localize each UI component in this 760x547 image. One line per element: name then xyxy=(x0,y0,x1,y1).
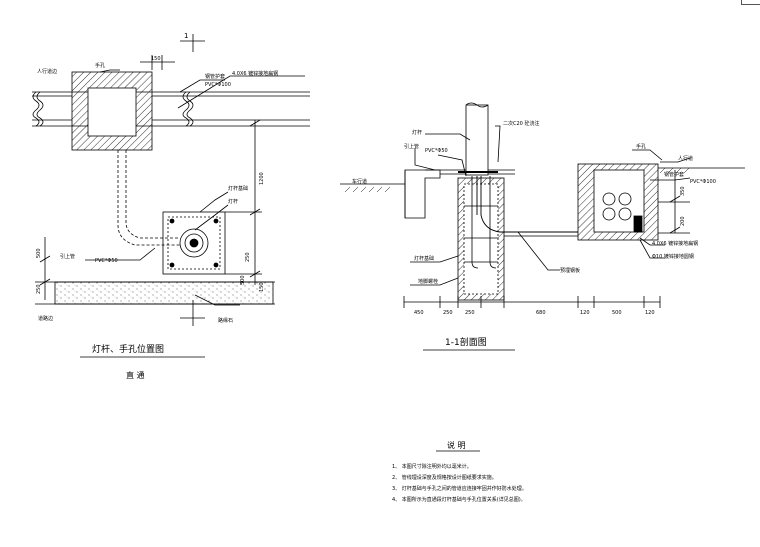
handhole-opening xyxy=(87,87,137,137)
section-label-pole: 灯杆 xyxy=(412,129,422,136)
notes-list: 1、 本图尺寸除注明外均以毫米计。 2、 管线埋设深度及规格按设计图纸要求实施。… xyxy=(392,462,752,506)
plan-label-pipe-protect: 钢管护套 xyxy=(205,73,225,80)
plan-label-pvc50: PVC*Φ50 xyxy=(95,258,118,264)
plan-dim-v5: 250 xyxy=(36,284,42,294)
break-line-left xyxy=(36,91,44,127)
conduit-4 xyxy=(618,207,632,221)
plan-dim-v6: 150 xyxy=(259,282,265,292)
section-label-guide: 引上管 xyxy=(404,143,419,150)
conduit-2 xyxy=(618,192,632,206)
pole-circle xyxy=(179,228,209,258)
section-label-ground: Φ10 镀锌接地圆钢 xyxy=(652,253,694,260)
note-item-3: 3、 灯杆基础与手孔之间的管道应连接牢固并作好防水处理。 xyxy=(392,486,527,492)
plan-section-mark: 1 xyxy=(184,32,188,40)
conduit-1 xyxy=(602,192,616,206)
plan-label-base: 灯杆基础 xyxy=(228,185,248,192)
section-dim-bottom-3: 680 xyxy=(536,310,546,316)
plan-title: 灯杆、手孔位置图 xyxy=(92,343,164,355)
plan-label-cable: 引上管 xyxy=(60,253,75,260)
plan-dim-top: 150 xyxy=(151,56,161,62)
plan-label-pvc100: PVC*Φ100 xyxy=(205,82,231,88)
section-dim-bottom-0: 450 xyxy=(414,310,424,316)
section-label-pvc100: PVC*Φ100 xyxy=(690,179,716,185)
plan-subtitle: 直 通 xyxy=(126,370,145,380)
section-dim-350: 350 xyxy=(680,186,686,196)
plan-dim-v4: 500 xyxy=(36,248,42,258)
plan-view xyxy=(32,34,310,358)
plan-labels: 1 150 手孔 钢管护套 PVC*Φ100 4.0X6 镀锌接地扁钢 人行道边… xyxy=(36,32,278,380)
section-curb xyxy=(404,169,441,219)
section-labels: 灯杆 二次C20 砼浇注 引上管 PVC*Φ50 车行道 灯杆基础 地脚螺栓 预… xyxy=(352,120,716,450)
section-dim-200: 200 xyxy=(680,216,686,226)
conduit-3 xyxy=(602,207,616,221)
section-view xyxy=(340,102,745,452)
note-item-2: 2、 管线埋设深度及规格按设计图纸要求实施。 xyxy=(392,475,497,481)
pole-base xyxy=(162,211,226,275)
guide-pipe-dashed xyxy=(117,150,180,246)
section-label-side: 人行道 xyxy=(678,155,693,162)
plan-dim-v3: 500 xyxy=(240,275,246,285)
section-label-base: 灯杆基础 xyxy=(414,255,434,262)
section-dim-bottom-6: 120 xyxy=(645,310,655,316)
section-dim-bottom-4: 120 xyxy=(580,310,590,316)
section-guide-pipe xyxy=(480,176,578,233)
note-item-4: 4、 本图所示为直通段灯杆基础与手孔位置关系(详见总图)。 xyxy=(392,497,526,503)
plan-label-steel: 4.0X6 镀锌接地扁钢 xyxy=(232,70,278,77)
break-line-right xyxy=(186,91,194,127)
section-label-road: 车行道 xyxy=(352,178,367,185)
section-dim-bottom-1: 250 xyxy=(443,310,453,316)
notes-heading: 说 明 xyxy=(447,440,466,450)
section-label-handhole: 手孔 xyxy=(636,143,646,150)
section-label-steel: 预埋钢板 xyxy=(560,267,580,274)
section-dim-bottom-2: 250 xyxy=(465,310,475,316)
plan-label-pole: 灯杆 xyxy=(228,198,238,205)
plan-dim-v1: 1200 xyxy=(259,172,265,185)
section-title: 1-1剖面图 xyxy=(445,336,487,348)
section-label-pipe-protect: 钢管护套 xyxy=(664,171,684,178)
section-label-flat-steel: 4.0X6 镀锌接地扁钢 xyxy=(652,240,698,247)
plan-dim-v2: 250 xyxy=(245,252,251,262)
section-label-anchor: 地脚螺栓 xyxy=(418,278,438,285)
sheet-corner-mark xyxy=(741,0,760,5)
section-dim-bottom-5: 500 xyxy=(612,310,622,316)
plan-label-road-edge: 道路边 xyxy=(38,315,53,322)
plan-label-curb: 路缘石 xyxy=(218,317,233,324)
section-label-bolt: 二次C20 砼浇注 xyxy=(503,120,539,127)
section-label-pvc50: PVC*Φ50 xyxy=(425,148,448,154)
note-item-1: 1、 本图尺寸除注明外均以毫米计。 xyxy=(392,464,472,470)
plan-label-handhole: 手孔 xyxy=(95,62,105,69)
plan-label-road: 人行道边 xyxy=(37,68,57,75)
